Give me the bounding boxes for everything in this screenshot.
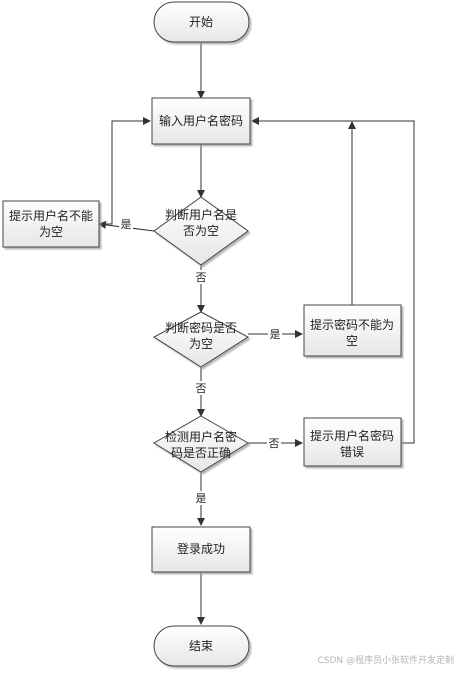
edge-label-yes-pwd: 是 [270,328,281,341]
label-tip-wrong-line2: 错误 [340,445,364,459]
edge-tip-user-back [99,117,151,225]
edge-labels: 是 否 是 否 否 是 [119,217,282,505]
label-start: 开始 [189,15,213,29]
edge-label-no-match: 否 [269,437,280,450]
node-tip-user-empty [2,200,100,248]
label-check-match-line1: 检测用户名密 [165,429,237,444]
label-tip-wrong-line1: 提示用户名密码 [310,428,394,443]
node-end [153,625,250,667]
label-check-user-line2: 否为空 [183,224,219,238]
label-input: 输入用户名密码 [159,113,243,128]
label-login-success: 登录成功 [177,541,225,556]
label-tip-pwd-line2: 空 [346,334,358,348]
node-check-pwd-empty [153,311,249,368]
node-labels: 开始 输入用户名密码 判断用户名是 否为空 提示用户名不能 为空 判断密码是否 … [9,15,394,653]
node-start [153,1,250,43]
watermark: CSDN @程序员小张软件开发定制 [317,656,454,666]
edge-label-yes-user: 是 [121,218,132,231]
label-check-pwd-line2: 为空 [189,337,213,351]
edge-label-no-pwd: 否 [196,382,207,395]
label-check-user-line1: 判断用户名是 [165,207,237,222]
node-input [151,97,251,145]
node-tip-wrong [303,417,402,467]
edge-label-yes-match: 是 [196,492,207,505]
node-check-user-empty [153,196,249,266]
edge-tip-wrong-back [251,117,415,444]
label-tip-user-line1: 提示用户名不能 [9,208,93,223]
label-end: 结束 [189,639,213,653]
node-tip-pwd-empty [303,304,402,357]
label-check-match-line2: 码是否正确 [171,446,231,460]
edge-label-no-user: 否 [196,271,207,284]
shapes [2,1,402,667]
label-tip-pwd-line1: 提示密码不能为 [310,317,394,332]
label-tip-user-line2: 为空 [39,225,63,239]
node-check-match [153,415,249,473]
label-check-pwd-line1: 判断密码是否 [165,320,237,335]
node-login-success [151,526,251,573]
